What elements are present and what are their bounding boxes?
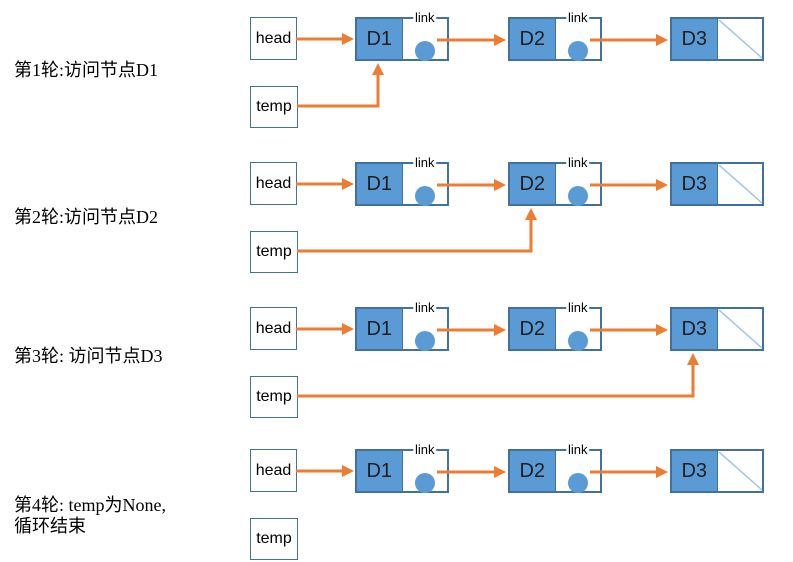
node-d3: D3 <box>670 17 764 61</box>
pointer-dot-icon <box>567 331 588 351</box>
pointer-dot-icon <box>414 331 435 351</box>
head-box-label: head <box>255 461 292 479</box>
node-d2: D2 link <box>508 10 602 61</box>
null-pointer-icon <box>718 451 762 491</box>
head-box-label: head <box>255 319 292 337</box>
node-d2: D2 link <box>508 300 602 351</box>
temp-box: temp <box>250 518 298 560</box>
null-pointer-icon <box>718 164 762 204</box>
node-d3-data-cell: D3 <box>672 164 718 204</box>
node-d1-value: D1 <box>366 459 393 482</box>
node-d3-link-cell <box>717 451 762 491</box>
node-d3-value: D3 <box>681 27 708 50</box>
node-d1-data-cell: D1 <box>357 309 403 349</box>
temp-box-label: temp <box>256 388 292 405</box>
node-d2-link-cell: link <box>555 10 600 61</box>
temp-box-label: temp <box>256 530 292 547</box>
node-d2-data-cell: D2 <box>510 451 556 491</box>
node-d3: D3 <box>670 307 764 351</box>
link-label: link <box>565 155 590 170</box>
temp-box: temp <box>250 231 298 273</box>
round-2-label: 第2轮:访问节点D2 <box>14 207 158 227</box>
head-box: head <box>250 307 297 350</box>
node-d1-data-cell: D1 <box>357 451 403 491</box>
node-d1-value: D1 <box>366 317 393 340</box>
node-d2-value: D2 <box>519 27 546 50</box>
head-box-label: head <box>255 29 292 47</box>
head-arrow <box>296 33 354 45</box>
head-arrow <box>296 178 354 190</box>
null-pointer-icon <box>718 309 762 349</box>
head-box: head <box>250 162 297 205</box>
node-d3-data-cell: D3 <box>672 309 718 349</box>
node-d2-data-cell: D2 <box>510 309 556 349</box>
node-d2-link-cell: link <box>555 155 600 206</box>
link-label: link <box>412 10 437 25</box>
temp-box-label: temp <box>256 243 292 260</box>
node-d3-link-cell <box>717 164 762 204</box>
head-arrow <box>296 465 354 477</box>
node-d1-data-cell: D1 <box>357 164 403 204</box>
pointer-dot-icon <box>567 41 588 61</box>
node-d1: D1 link <box>355 300 449 351</box>
node-d2: D2 link <box>508 442 602 493</box>
node-d3-value: D3 <box>681 317 708 340</box>
pointer-dot-icon <box>414 473 435 493</box>
round-3-label: 第3轮: 访问节点D3 <box>14 346 163 366</box>
link-label: link <box>565 10 590 25</box>
round-1-row: head temp D1 link D2 link D3 <box>0 8 793 143</box>
head-box-label: head <box>255 174 292 192</box>
null-pointer-icon <box>718 19 762 59</box>
pointer-dot-icon <box>567 186 588 206</box>
node-d3: D3 <box>670 449 764 493</box>
node-d1-link-cell: link <box>402 10 447 61</box>
node-d1-value: D1 <box>366 172 393 195</box>
temp-box: temp <box>250 86 298 128</box>
node-d1-link-cell: link <box>402 300 447 351</box>
node-d2-data-cell: D2 <box>510 19 556 59</box>
temp-arrow <box>297 353 699 398</box>
round-4-row: head temp D1 link D2 link D3 <box>0 440 793 562</box>
node-d1-value: D1 <box>366 27 393 50</box>
link-label: link <box>412 300 437 315</box>
round-4-label: 第4轮: temp为None, 循环结束 <box>14 495 166 536</box>
node-d2-value: D2 <box>519 459 546 482</box>
round-2-row: head temp D1 link D2 link D3 <box>0 153 793 288</box>
head-box: head <box>250 17 297 60</box>
node-d1-data-cell: D1 <box>357 19 403 59</box>
node-d2-value: D2 <box>519 172 546 195</box>
pointer-dot-icon <box>414 41 435 61</box>
node-d2-link-cell: link <box>555 300 600 351</box>
node-d1: D1 link <box>355 10 449 61</box>
node-d1-link-cell: link <box>402 442 447 493</box>
round-3-row: head temp D1 link D2 link D3 <box>0 298 793 433</box>
node-d1: D1 link <box>355 155 449 206</box>
node-d3-link-cell <box>717 309 762 349</box>
temp-box-label: temp <box>256 98 292 115</box>
node-d3-value: D3 <box>681 172 708 195</box>
node-d1-link-cell: link <box>402 155 447 206</box>
temp-arrow <box>297 63 384 108</box>
pointer-dot-icon <box>414 186 435 206</box>
node-d2: D2 link <box>508 155 602 206</box>
node-d3-data-cell: D3 <box>672 451 718 491</box>
link-label: link <box>412 442 437 457</box>
node-d2-value: D2 <box>519 317 546 340</box>
link-label: link <box>565 300 590 315</box>
node-d3: D3 <box>670 162 764 206</box>
node-d3-value: D3 <box>681 459 708 482</box>
node-d1: D1 link <box>355 442 449 493</box>
round-1-label: 第1轮:访问节点D1 <box>14 60 158 80</box>
node-d3-link-cell <box>717 19 762 59</box>
link-label: link <box>565 442 590 457</box>
node-d2-data-cell: D2 <box>510 164 556 204</box>
pointer-dot-icon <box>567 473 588 493</box>
temp-arrow <box>297 208 537 253</box>
link-label: link <box>412 155 437 170</box>
head-box: head <box>250 449 297 492</box>
temp-box: temp <box>250 376 298 418</box>
node-d3-data-cell: D3 <box>672 19 718 59</box>
head-arrow <box>296 323 354 335</box>
node-d2-link-cell: link <box>555 442 600 493</box>
